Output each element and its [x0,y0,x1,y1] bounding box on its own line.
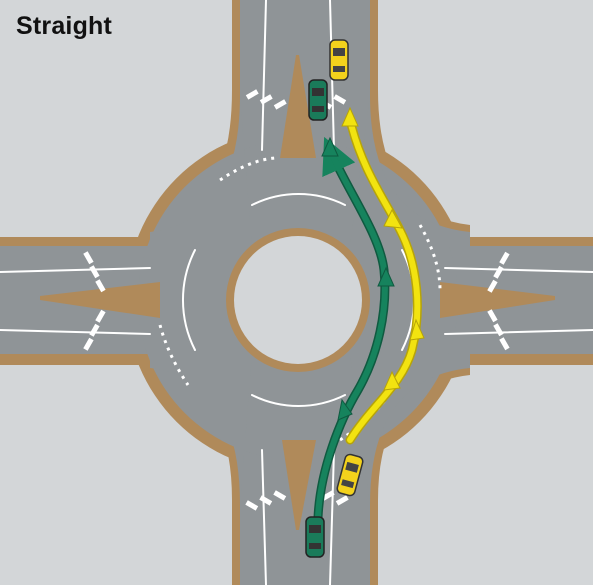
green-straight-path [313,136,395,523]
splitter-islands [40,55,555,530]
yellow-car-top [329,39,349,81]
diagram-title: Straight [16,12,113,40]
yellow-straight-path [341,106,425,445]
crosswalks [83,89,510,511]
central-island [226,228,370,372]
yellow-car-bottom [336,453,364,497]
green-car-bottom [305,516,325,558]
green-car-top [308,79,328,121]
